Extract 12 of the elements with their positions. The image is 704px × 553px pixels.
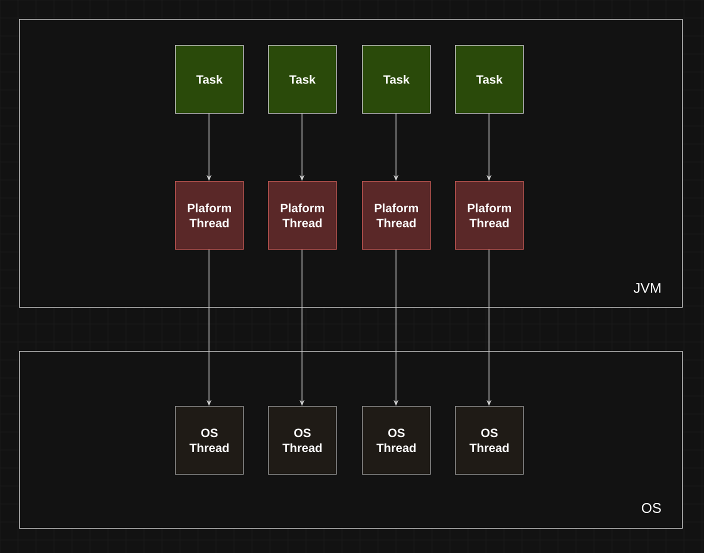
thread-box: Plaform Thread: [455, 181, 524, 250]
task-box: Task: [268, 45, 337, 114]
thread-box: OS Thread: [268, 406, 337, 475]
thread-box: OS Thread: [455, 406, 524, 475]
thread-box: OS Thread: [362, 406, 431, 475]
task-box: Task: [175, 45, 244, 114]
thread-box: Plaform Thread: [268, 181, 337, 250]
task-box: Task: [455, 45, 524, 114]
thread-box: Plaform Thread: [362, 181, 431, 250]
thread-box: OS Thread: [175, 406, 244, 475]
thread-box: Plaform Thread: [175, 181, 244, 250]
task-box: Task: [362, 45, 431, 114]
